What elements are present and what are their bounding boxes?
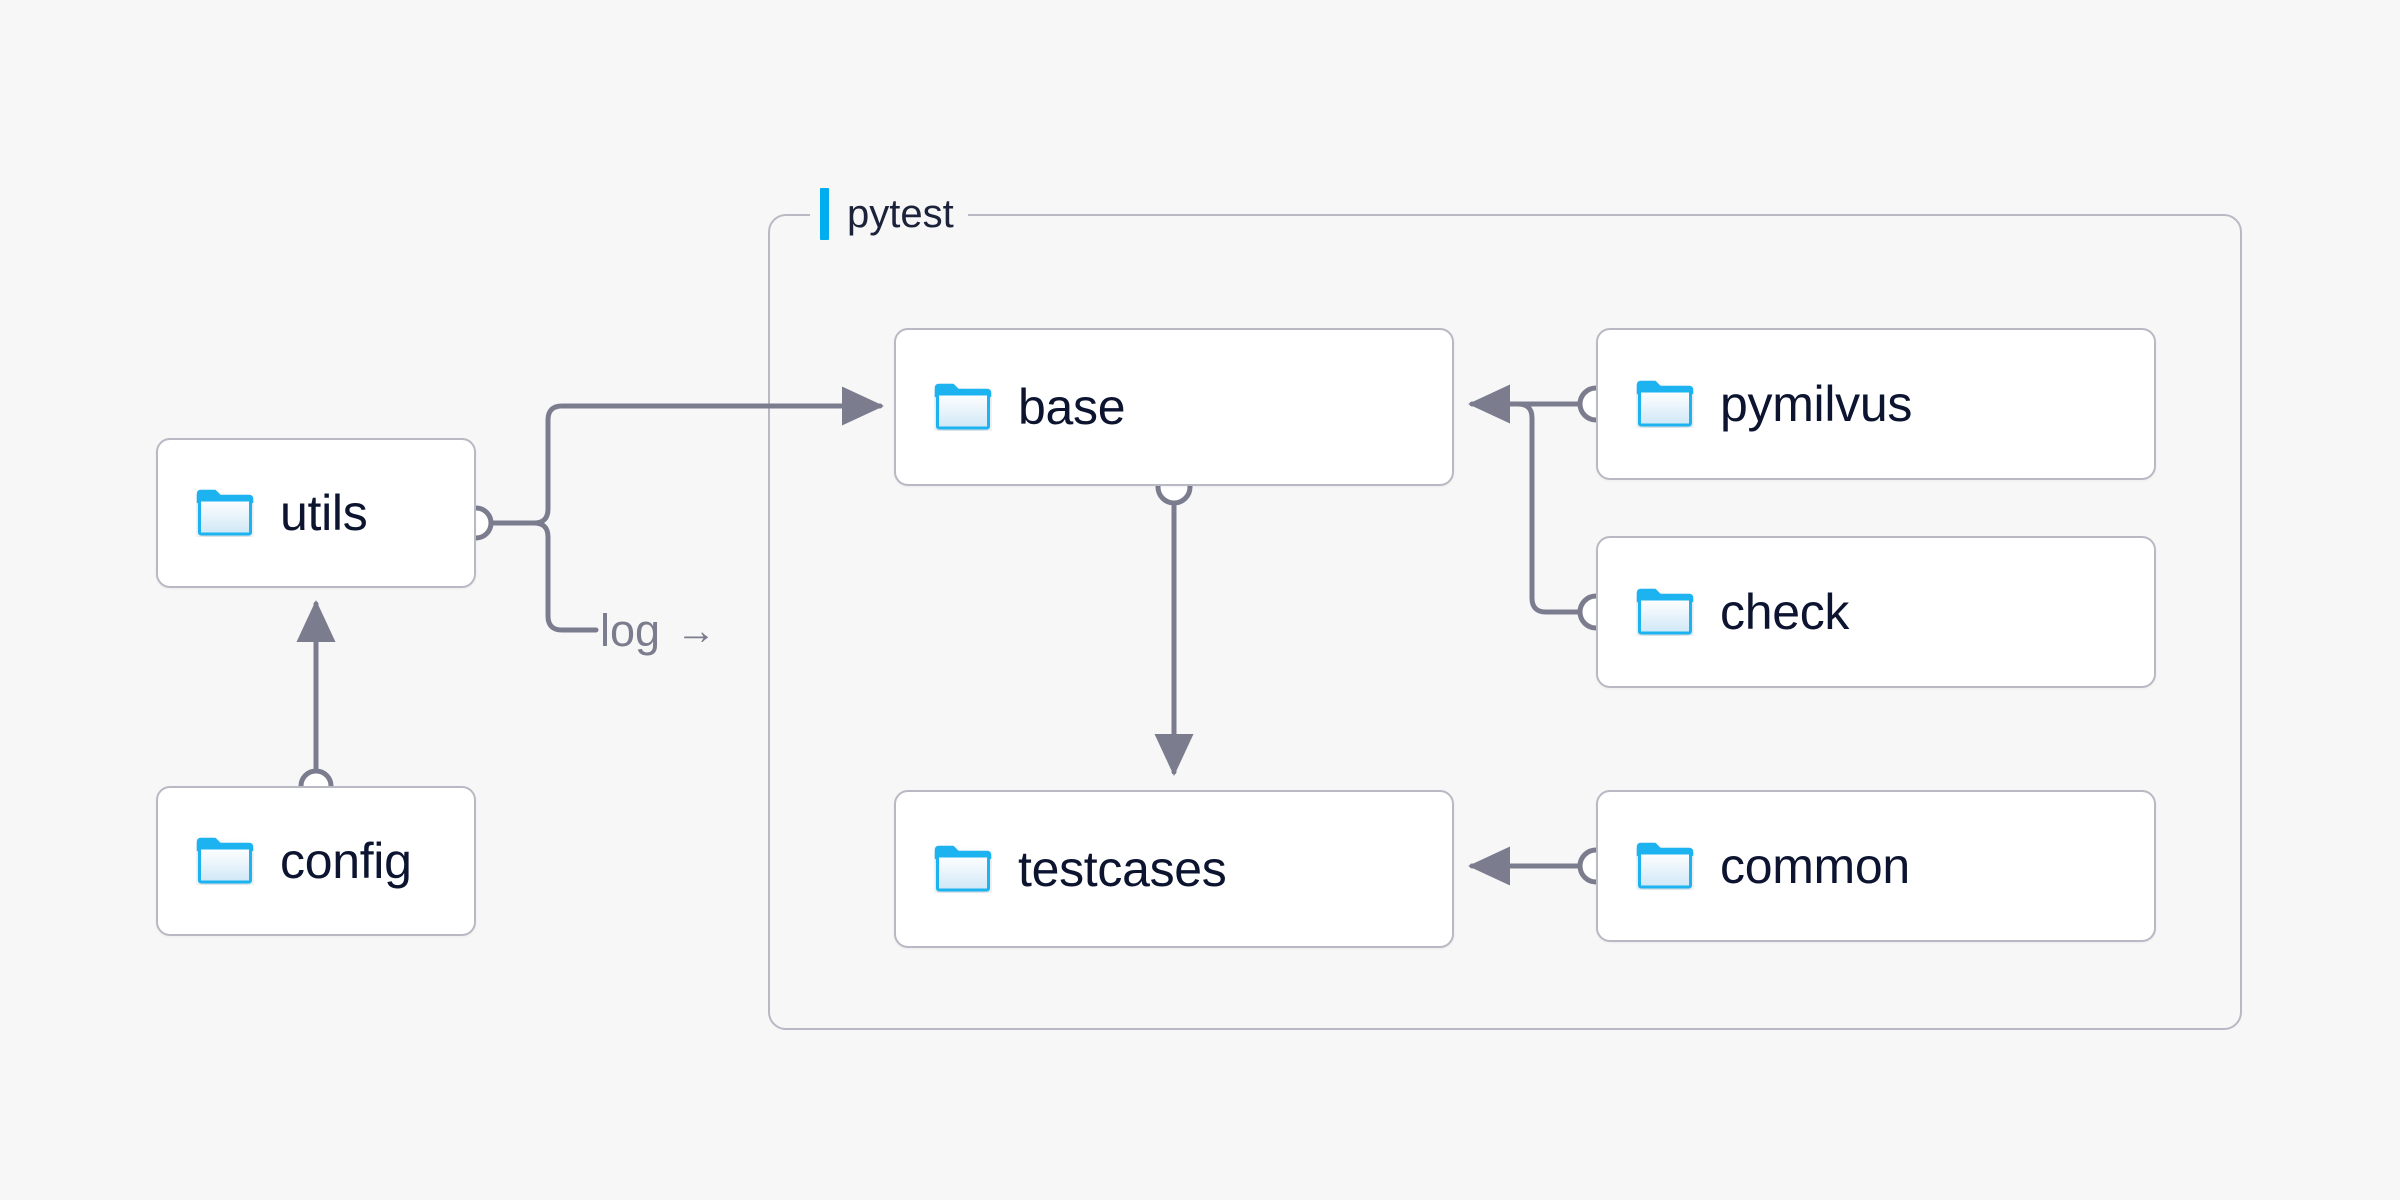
folder-icon <box>934 845 992 892</box>
node-label-check: check <box>1720 584 1850 640</box>
node-config[interactable]: config <box>156 786 476 936</box>
node-label-common: common <box>1720 838 1910 894</box>
node-label-config: config <box>280 833 412 889</box>
folder-icon <box>1636 380 1694 427</box>
group-container-pytest[interactable] <box>768 214 2242 1030</box>
group-title-pytest: pytest <box>810 186 968 242</box>
folder-icon <box>196 837 254 884</box>
vertical-bar-icon <box>820 188 829 240</box>
edge-label-log-text: log <box>600 605 661 656</box>
folder-icon <box>934 383 992 430</box>
node-utils[interactable]: utils <box>156 438 476 588</box>
node-label-testcases: testcases <box>1018 841 1227 897</box>
node-label-utils: utils <box>280 485 368 541</box>
arrow-right-icon: → <box>676 608 717 653</box>
edge-utils-to-base[interactable] <box>517 386 885 526</box>
edge-utils-to-log[interactable] <box>517 520 599 633</box>
folder-icon <box>196 489 254 536</box>
node-testcases[interactable]: testcases <box>894 790 1454 948</box>
node-base[interactable]: base <box>894 328 1454 486</box>
folder-icon <box>1636 842 1694 889</box>
group-title-label: pytest <box>847 192 954 236</box>
node-pymilvus[interactable]: pymilvus <box>1596 328 2156 480</box>
node-check[interactable]: check <box>1596 536 2156 688</box>
node-label-pymilvus: pymilvus <box>1720 376 1913 432</box>
edge-check-to-base[interactable] <box>1515 401 1581 615</box>
folder-icon <box>1636 588 1694 635</box>
edge-label-log: log → <box>600 608 716 653</box>
node-label-base: base <box>1018 379 1126 435</box>
node-common[interactable]: common <box>1596 790 2156 942</box>
